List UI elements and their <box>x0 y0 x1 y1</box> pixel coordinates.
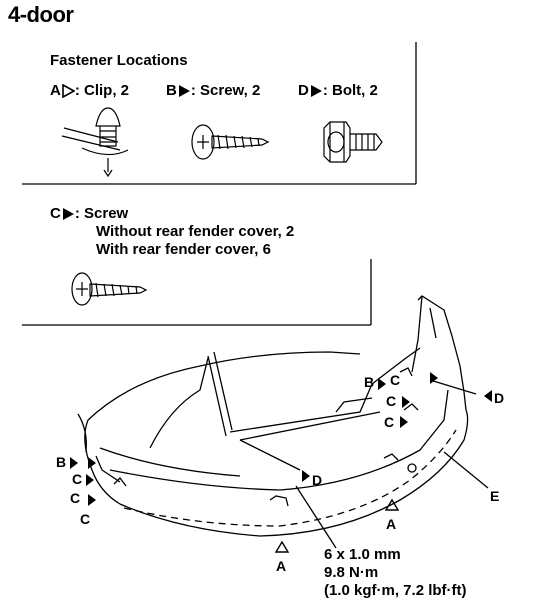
legend-letter: C <box>50 205 61 222</box>
screw-c-title: : Screw <box>74 205 129 222</box>
legend-letter: A <box>50 82 61 99</box>
callout-markers <box>70 372 492 506</box>
legend-clip: A : Clip, 2 <box>50 82 129 99</box>
screw-c-icon <box>71 272 148 306</box>
callout-e: E <box>490 488 500 504</box>
legend-letter: B <box>166 82 177 99</box>
torque-size: 6 x 1.0 mm <box>324 546 401 563</box>
callout-a-right: A <box>386 516 397 532</box>
callout-c-left-3: C <box>80 511 91 527</box>
legend-text: : Screw, 2 <box>190 82 261 99</box>
callout-c-left-2: C <box>70 490 81 506</box>
bumper-illustration <box>77 295 489 549</box>
filled-triangle-icon <box>178 84 190 97</box>
filled-triangle-icon <box>378 378 386 390</box>
hollow-callout-markers <box>274 498 400 553</box>
callout-c-right-top: C <box>390 372 401 388</box>
filled-triangle-icon <box>62 208 74 221</box>
torque-nm: 9.8 N·m <box>324 564 379 581</box>
legend-bolt: D : Bolt, 2 <box>298 82 378 99</box>
screw-icon <box>191 124 270 160</box>
screw-c-with: With rear fender cover, 6 <box>96 241 271 258</box>
callout-b-right: B <box>364 374 375 390</box>
callout-d-right: D <box>494 390 505 406</box>
callout-c-right-low: C <box>384 414 395 430</box>
hollow-triangle-icon <box>62 83 75 98</box>
screw-c-label: C : Screw <box>50 205 128 222</box>
callout-a-center: A <box>276 558 287 574</box>
clip-icon <box>61 107 129 178</box>
legend-screw: B : Screw, 2 <box>166 82 260 99</box>
callout-c-left-1: C <box>72 471 83 487</box>
callout-c-right-mid: C <box>386 393 397 409</box>
legend-text: : Clip, 2 <box>74 82 130 99</box>
filled-triangle-icon <box>310 84 322 97</box>
page-title: 4-door <box>8 2 74 27</box>
fastener-locations-heading: Fastener Locations <box>50 52 188 69</box>
callout-b-left: B <box>56 454 67 470</box>
screw-c-without: Without rear fender cover, 2 <box>96 223 295 240</box>
legend-text: : Bolt, 2 <box>322 82 378 99</box>
legend-letter: D <box>298 82 309 99</box>
bolt-icon <box>323 121 383 163</box>
callout-d-center: D <box>312 472 323 488</box>
torque-alt: (1.0 kgf·m, 7.2 lbf·ft) <box>324 582 467 599</box>
